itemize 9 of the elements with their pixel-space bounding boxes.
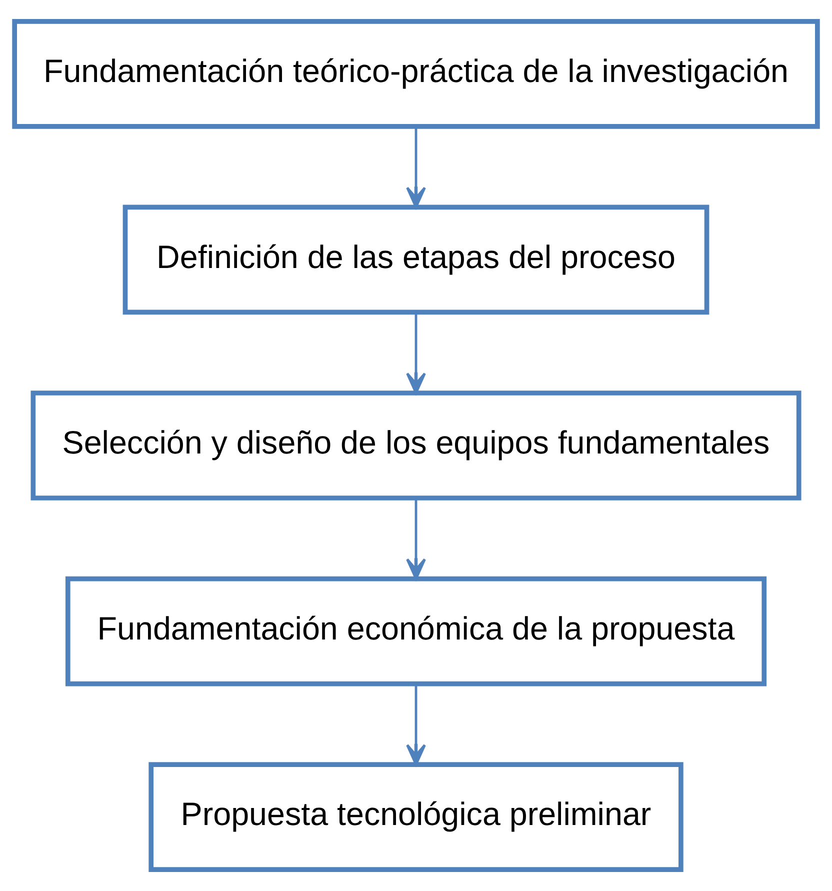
arrow (406, 498, 426, 580)
node-box: Selección y diseño de los equipos fundamentales (30, 390, 802, 500)
node-box: Definición de las etapas del proceso (122, 204, 710, 315)
node-box: Fundamentación económica de la propuesta (65, 576, 767, 686)
node-box: Fundamentación teórico-práctica de la investigación (12, 19, 820, 129)
arrow (406, 126, 426, 208)
arrow (406, 684, 426, 766)
arrow (406, 312, 426, 394)
node-box: Propuesta tecnológica preliminar (148, 762, 684, 872)
